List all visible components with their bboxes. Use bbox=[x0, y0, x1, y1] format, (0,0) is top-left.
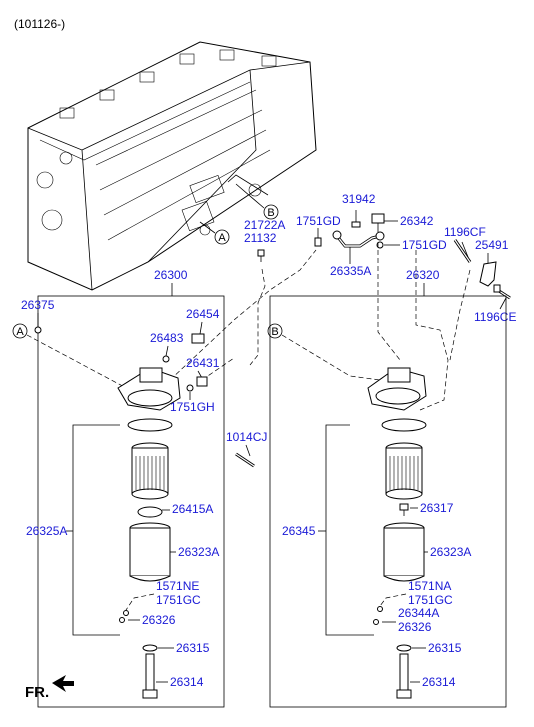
washer-26415a bbox=[137, 506, 163, 518]
label-21132: 21132 bbox=[244, 231, 277, 245]
marker-a-label-frame: A bbox=[16, 326, 24, 338]
marker-a-engine bbox=[214, 229, 230, 245]
gasket-right bbox=[381, 418, 427, 432]
marker-b-engine bbox=[263, 204, 279, 220]
label-26344a: 26344A bbox=[398, 606, 439, 620]
label-26415a: 26415A bbox=[172, 502, 213, 516]
label-1751gd-top: 1751GD bbox=[296, 214, 341, 228]
sensor-26454 bbox=[191, 333, 205, 344]
filter-housing-right bbox=[383, 522, 425, 582]
label-26326-right: 26326 bbox=[398, 620, 432, 634]
washer-26315-right bbox=[396, 644, 412, 652]
label-1751gd-right: 1751GD bbox=[402, 238, 447, 252]
label-26345: 26345 bbox=[282, 524, 316, 538]
label-26335a: 26335A bbox=[330, 264, 371, 278]
label-21722a: 21722A bbox=[244, 218, 285, 232]
front-direction-arrow-icon bbox=[52, 675, 74, 692]
label-26314-right: 26314 bbox=[422, 675, 456, 689]
front-direction-label: FR. bbox=[25, 684, 49, 701]
frame-26300 bbox=[37, 295, 225, 708]
filter-head-left bbox=[117, 367, 181, 411]
filter-head-right bbox=[367, 367, 427, 411]
drain-bolt-26314-left bbox=[142, 653, 158, 699]
label-26315-left: 26315 bbox=[176, 641, 210, 655]
label-25491: 25491 bbox=[475, 238, 509, 252]
valve-26317 bbox=[399, 503, 409, 516]
label-31942: 31942 bbox=[342, 192, 376, 206]
marker-b-label-engine: B bbox=[267, 207, 274, 219]
label-1751gc-left: 1751GC bbox=[156, 593, 201, 607]
marker-a-label-engine: A bbox=[218, 232, 226, 244]
label-26323a-right: 26323A bbox=[430, 545, 471, 559]
label-26315-right: 26315 bbox=[428, 641, 462, 655]
label-26342: 26342 bbox=[400, 214, 434, 228]
engine-block-drawing bbox=[27, 41, 317, 291]
bracket-25491 bbox=[479, 261, 497, 287]
gasket-left bbox=[127, 418, 173, 432]
marker-b-frame bbox=[267, 323, 283, 339]
frame-26320 bbox=[269, 295, 507, 708]
label-1196cf: 1196CF bbox=[444, 225, 486, 239]
label-26323a-left: 26323A bbox=[178, 545, 219, 559]
label-1196ce: 1196CE bbox=[474, 310, 516, 324]
label-26454: 26454 bbox=[186, 307, 220, 321]
label-1751gh: 1751GH bbox=[170, 400, 215, 414]
bolt-1196cf bbox=[453, 239, 472, 263]
marker-a-frame bbox=[12, 323, 28, 339]
header-code: (101126-) bbox=[14, 17, 65, 31]
label-26326-left: 26326 bbox=[142, 613, 176, 627]
label-26317: 26317 bbox=[420, 501, 454, 515]
marker-b-label-frame: B bbox=[271, 326, 278, 338]
label-26314-left: 26314 bbox=[170, 675, 204, 689]
filter-element-right bbox=[385, 442, 423, 500]
bolt-21132 bbox=[257, 249, 265, 262]
label-1571ne: 1571NE bbox=[156, 579, 199, 593]
label-26375: 26375 bbox=[21, 298, 55, 312]
filter-element-left bbox=[131, 442, 169, 500]
label-26431: 26431 bbox=[186, 356, 220, 370]
drain-bolt-26314-right bbox=[396, 653, 412, 699]
bolt-1196ce bbox=[493, 284, 511, 300]
label-26483: 26483 bbox=[150, 331, 184, 345]
label-1571na: 1571NA bbox=[408, 579, 451, 593]
label-26325a: 26325A bbox=[26, 524, 67, 538]
label-26320: 26320 bbox=[406, 268, 440, 282]
label-26300: 26300 bbox=[154, 268, 188, 282]
label-1751gc-right: 1751GC bbox=[408, 593, 453, 607]
filter-housing-left bbox=[129, 522, 171, 582]
bolt-1014cj bbox=[235, 452, 255, 468]
label-1014cj: 1014CJ bbox=[226, 430, 267, 444]
washer-26315-left bbox=[142, 644, 158, 652]
